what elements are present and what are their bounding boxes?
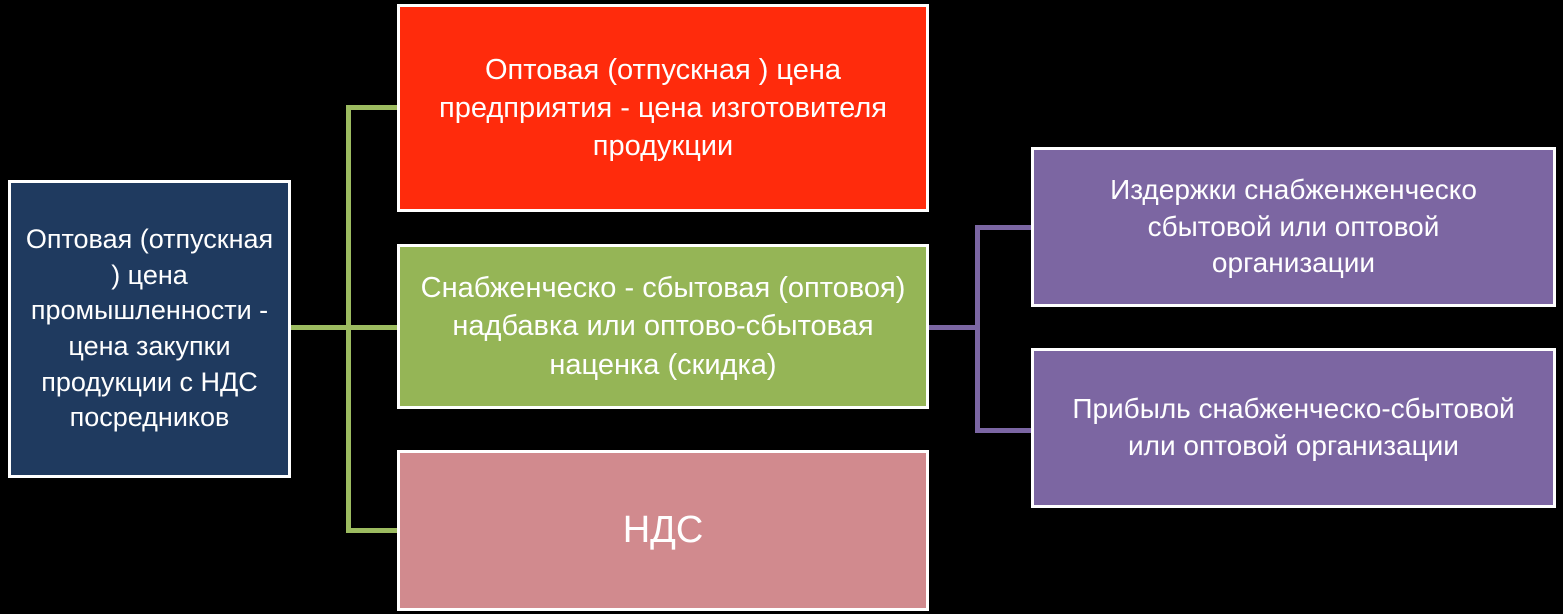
connector-right-bottom-branch bbox=[975, 428, 1032, 433]
connector-left-bottom-branch bbox=[346, 528, 398, 533]
node-label: НДС bbox=[622, 509, 704, 552]
node-label: Снабженческо - сбытовая (оптовоя) надбав… bbox=[420, 272, 906, 381]
connector-right-midline bbox=[929, 325, 980, 330]
node-label: Оптовая (отпускная ) цена предприятия - … bbox=[439, 53, 887, 163]
connector-right-trunk bbox=[975, 225, 980, 433]
connector-left-top-branch bbox=[346, 105, 398, 110]
node-wholesale-enterprise-price: Оптовая (отпускная ) цена предприятия - … bbox=[397, 4, 929, 212]
node-label: Оптовая (отпускная ) цена промышленности… bbox=[25, 224, 274, 433]
node-vat: НДС bbox=[397, 450, 929, 611]
node-profit-of-sales-org: Прибыль снабженческо-сбытовой или оптово… bbox=[1031, 348, 1556, 508]
connector-left-midline bbox=[291, 325, 398, 330]
node-label: Прибыль снабженческо-сбытовой или оптово… bbox=[1072, 393, 1515, 461]
node-costs-of-sales-org: Издержки снабженженческо сбытовой или оп… bbox=[1031, 147, 1556, 307]
node-label: Издержки снабженженческо сбытовой или оп… bbox=[1110, 173, 1477, 279]
node-wholesale-industry-price: Оптовая (отпускная ) цена промышленности… bbox=[8, 180, 291, 478]
connector-right-top-branch bbox=[975, 225, 1032, 230]
connector-left-trunk bbox=[346, 105, 351, 533]
node-supply-sales-markup: Снабженческо - сбытовая (оптовоя) надбав… bbox=[397, 244, 929, 409]
